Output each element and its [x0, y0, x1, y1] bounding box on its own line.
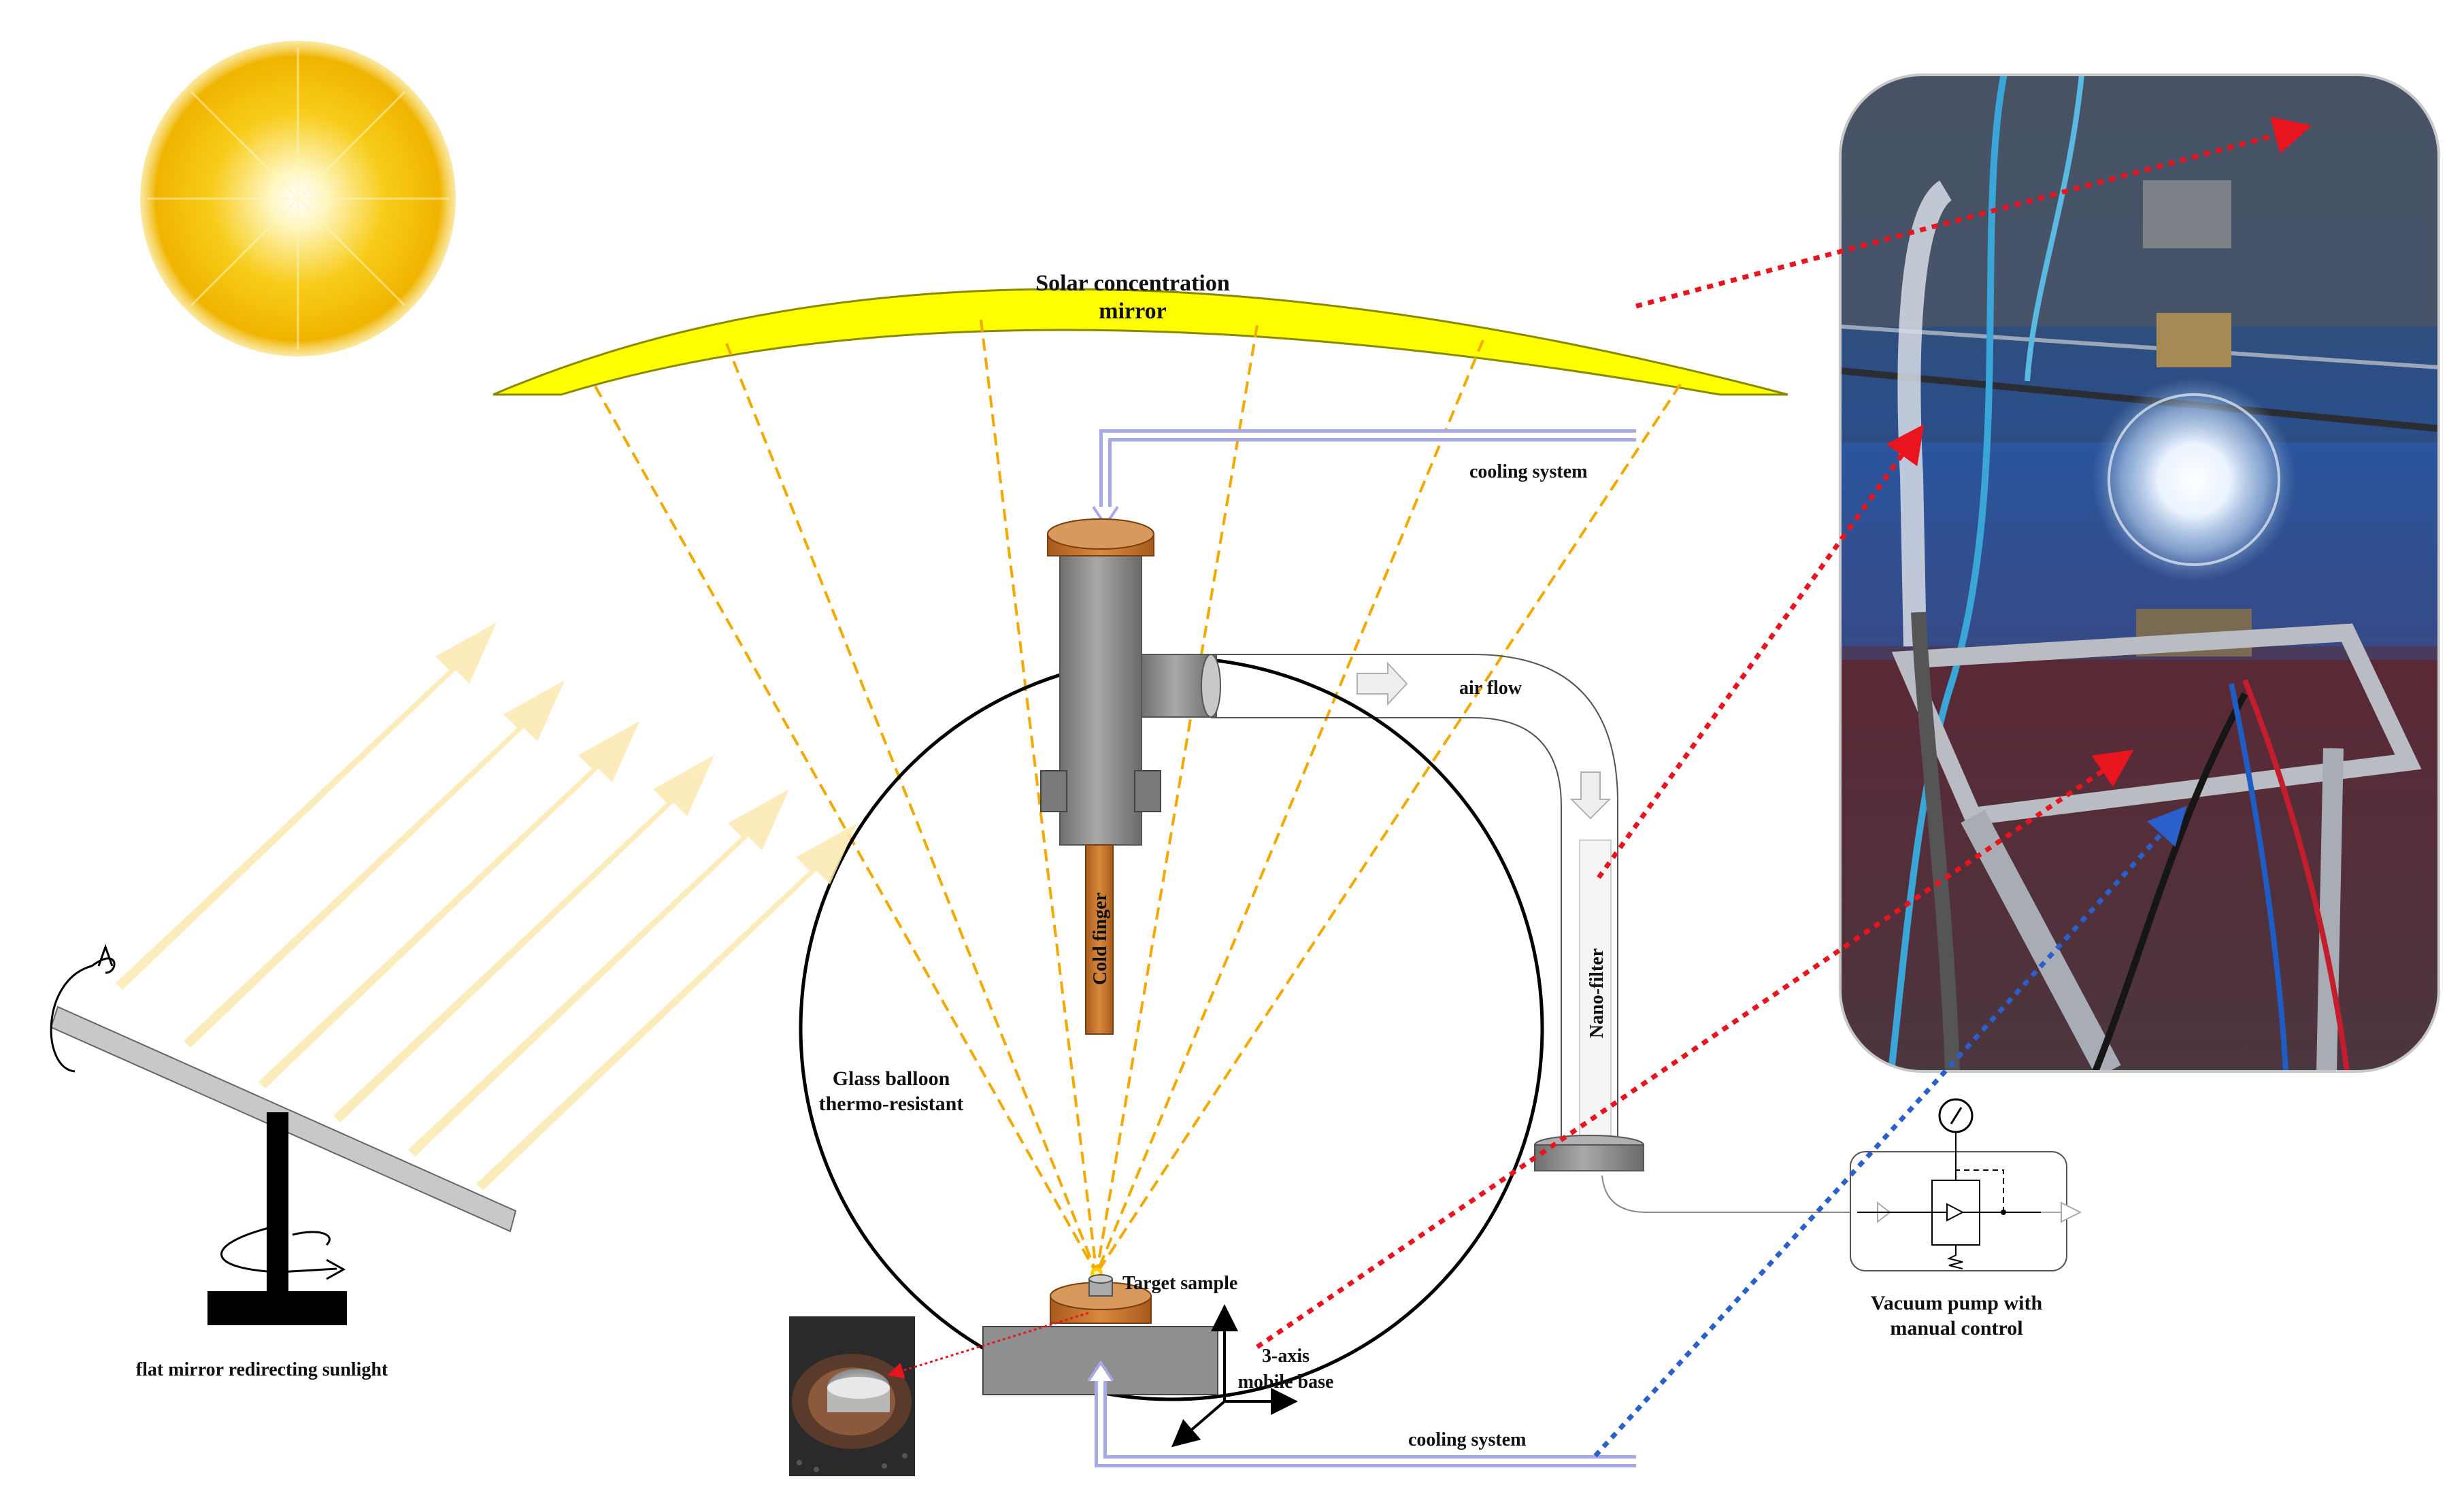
nano-filter: Nano-filter — [1534, 839, 1644, 1171]
air-flow-pipe — [1211, 654, 1618, 1139]
flat-mirror — [50, 1005, 517, 1325]
sunlight-arrows — [116, 622, 857, 1191]
mirror-label-line1: Solar concentration — [1035, 271, 1230, 296]
inset-pointer — [887, 1312, 1089, 1379]
vacuum-label-line1: Vacuum pump with — [1871, 1292, 2043, 1314]
cold-finger-label: Cold finger — [1090, 893, 1111, 985]
air-flow-label: air flow — [1459, 678, 1522, 699]
nano-filter-label: Nano-filter — [1586, 948, 1608, 1038]
cooling-system-top-label: cooling system — [1469, 461, 1587, 482]
base-label-line1: 3-axis — [1262, 1346, 1310, 1367]
lab-setup-photo — [1840, 75, 2439, 1071]
rotation-arrow-icon — [50, 944, 346, 1280]
exhaust-line — [1601, 1175, 1861, 1213]
mirror-label-line2: mirror — [1099, 299, 1166, 324]
pointer-lines — [1256, 116, 2312, 1458]
pressure-gauge-icon — [1938, 1098, 1974, 1156]
solar-concentration-mirror: Solar concentration mirror — [493, 271, 1788, 396]
balloon-label-line2: thermo-resistant — [819, 1093, 964, 1115]
balloon-label-line1: Glass balloon — [833, 1067, 950, 1090]
target-sample-photo — [789, 1316, 915, 1476]
3-axis-icon — [1171, 1304, 1298, 1448]
flow-arrow-icon — [1356, 661, 1612, 820]
base-label-line2: mobile base — [1238, 1371, 1334, 1393]
vacuum-pump-schematic — [1850, 1151, 2082, 1271]
vacuum-label-line2: manual control — [1890, 1317, 2022, 1339]
focus-lines — [594, 319, 1682, 1275]
flat-mirror-label: flat mirror redirecting sunlight — [136, 1359, 388, 1380]
sun-icon — [140, 41, 456, 356]
cooling-system-bottom-label: cooling system — [1408, 1429, 1526, 1450]
cooling-line-bottom — [1087, 1360, 1636, 1467]
cold-finger-assembly: Cold finger — [1040, 518, 1221, 1035]
lab-photo-frame — [1839, 73, 2440, 1073]
target-sample-label: Target sample — [1122, 1273, 1237, 1294]
